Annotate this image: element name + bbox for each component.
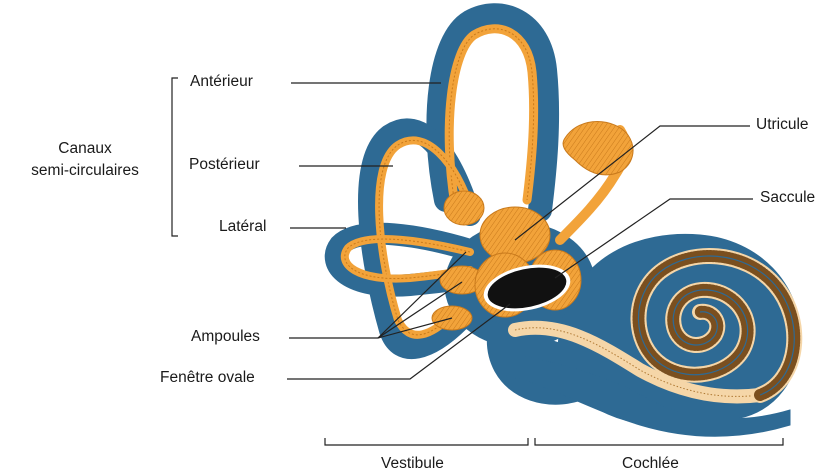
saccule-label: Saccule [760, 190, 815, 206]
canaux-bracket [172, 78, 178, 236]
semi-circulaires-label: semi-circulaires [10, 160, 160, 182]
vestibule-bracket [325, 438, 528, 445]
lateral-label: Latéral [219, 219, 266, 235]
vestibule-label: Vestibule [381, 456, 444, 472]
cochlee-bracket [535, 438, 783, 445]
canaux-label: Canaux [10, 138, 160, 160]
utricule-label: Utricule [756, 117, 809, 133]
fenetre-ovale-label: Fenêtre ovale [160, 370, 255, 386]
cochlee-label: Cochlée [622, 456, 679, 472]
ampoules-label: Ampoules [191, 329, 260, 345]
anterieur-label: Antérieur [190, 74, 253, 90]
posterieur-label: Postérieur [189, 157, 260, 173]
canaux-semi-circulaires-label: Canaux semi-circulaires [10, 138, 160, 182]
